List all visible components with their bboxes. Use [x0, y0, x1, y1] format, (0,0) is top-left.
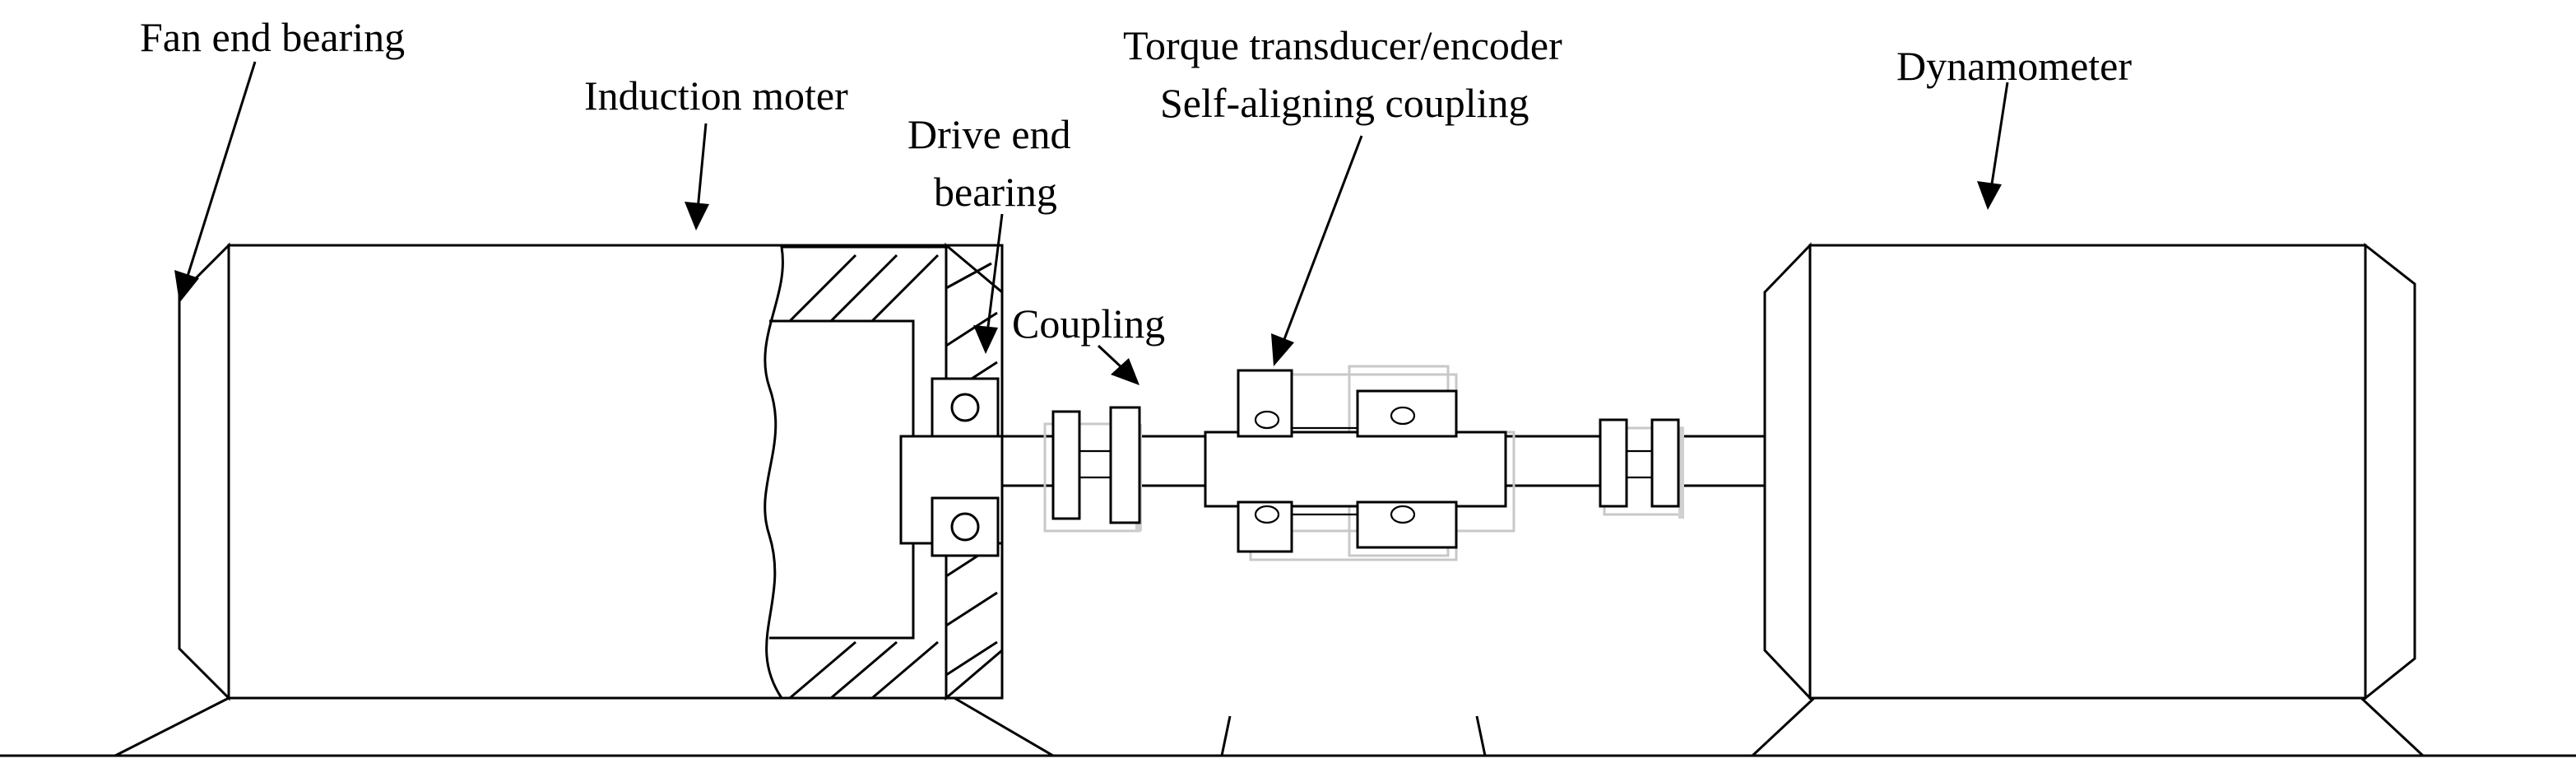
leader-arrows: [174, 61, 2009, 385]
label-self-aligning-coupling: Self-aligning coupling: [1160, 80, 1529, 126]
dynamometer: [1751, 242, 2425, 757]
transducer-leg-right: [1475, 715, 1487, 756]
stator-hatching: [788, 254, 940, 700]
coupling-right: [1599, 418, 1684, 519]
motor-fan-end-cap: [178, 242, 230, 701]
coupling-left: [1043, 406, 1142, 533]
label-drive-end-bearing-line2: bearing: [934, 169, 1057, 215]
drive-shaft: [1002, 435, 1765, 487]
label-fan-end-bearing: Fan end bearing: [140, 14, 405, 60]
label-drive-end-bearing-line1: Drive end: [907, 111, 1071, 157]
torque-transducer: [1204, 365, 1515, 756]
motor-left-foot: [114, 696, 230, 757]
induction-motor: [114, 242, 1054, 757]
drive-end-bearing: [931, 377, 1000, 557]
dyno-right-cap: [2364, 242, 2416, 701]
label-torque-transducer: Torque transducer/encoder: [1123, 22, 1562, 68]
labels: Fan end bearing Induction moter Drive en…: [140, 14, 2132, 347]
label-induction-motor: Induction moter: [584, 72, 848, 119]
dyno-left-foot: [1751, 696, 1816, 757]
label-coupling: Coupling: [1012, 300, 1165, 347]
transducer-housing: [1204, 431, 1507, 508]
dyno-left-cap: [1763, 242, 1812, 701]
dyno-right-foot: [2360, 696, 2425, 757]
motor-right-foot: [954, 696, 1054, 757]
label-dynamometer: Dynamometer: [1896, 43, 2132, 89]
motor-cutaway: [764, 245, 948, 700]
transducer-leg-left: [1220, 715, 1232, 756]
dyno-body: [1808, 244, 2367, 700]
